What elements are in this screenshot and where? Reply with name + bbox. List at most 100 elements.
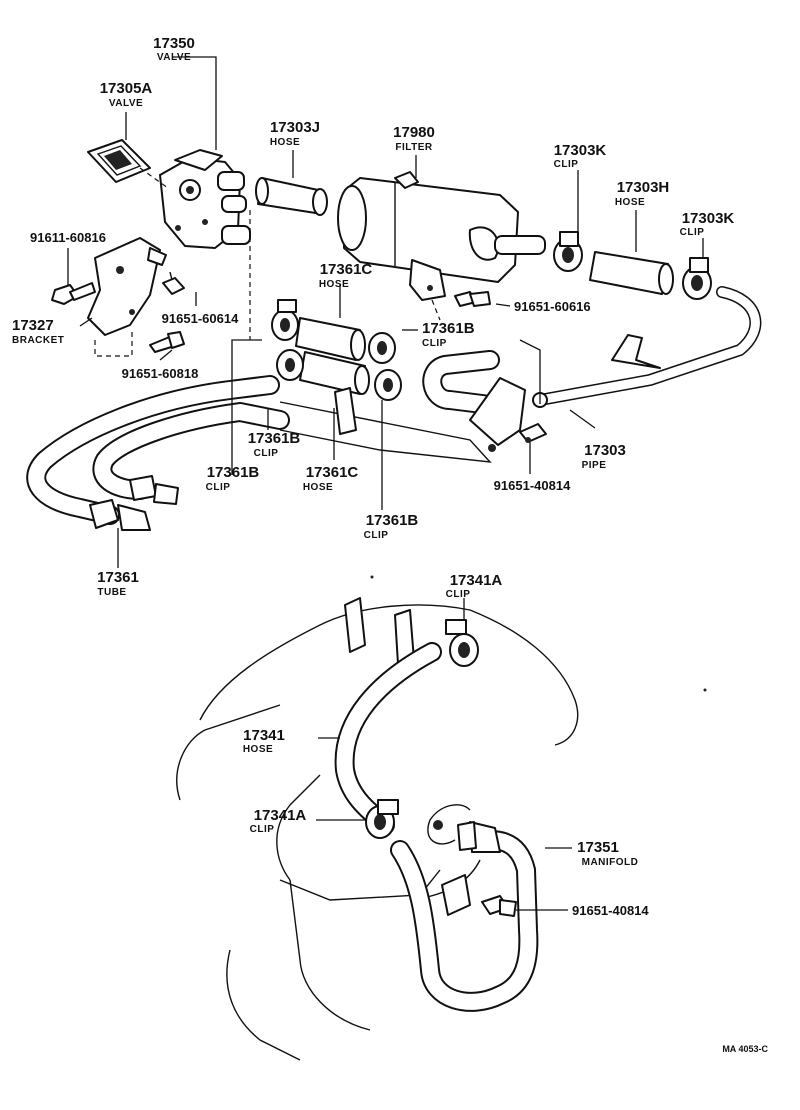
label-17351: 17351 MANIFOLD [577,839,638,868]
svg-text:MANIFOLD: MANIFOLD [582,857,639,868]
bolt-91651-40814-top [519,423,547,443]
svg-text:HOSE: HOSE [270,137,300,148]
svg-text:17305A: 17305A [100,80,153,97]
svg-text:PIPE: PIPE [582,460,607,471]
bolt-91651-60614 [162,271,185,295]
label-91651-40814-bottom: 91651-40814 [572,903,649,918]
svg-text:91651-40814: 91651-40814 [494,478,571,493]
svg-text:17327: 17327 [12,317,54,334]
label-17361b-mid: 17361B CLIP [248,430,301,459]
clip-17341a-top [445,619,479,667]
svg-text:91651-60616: 91651-60616 [514,299,591,314]
label-17341a-bottom: 17341A CLIP [250,807,307,835]
svg-text:CLIP: CLIP [680,227,705,238]
bolt-91651-40814-bottom [481,895,517,917]
label-91651-60616: 91651-60616 [514,299,591,314]
hose-17303h [589,251,674,295]
svg-text:CLIP: CLIP [446,589,471,600]
svg-text:17341A: 17341A [450,572,503,589]
svg-text:17303K: 17303K [682,210,735,227]
label-17341: 17341 HOSE [243,727,285,755]
svg-text:17361B: 17361B [248,430,301,447]
svg-text:CLIP: CLIP [206,482,231,493]
label-17303j: 17303J HOSE [270,119,320,148]
clip-17361b-a [271,299,299,341]
valve-body [159,149,251,249]
label-17361b-clip-right: 17361B CLIP [422,320,475,349]
hose-17303j [255,177,328,216]
label-17303: 17303 PIPE [582,442,626,471]
clip-17361b-b [276,349,304,381]
svg-text:91651-40814: 91651-40814 [572,903,649,918]
intake-manifold [176,597,579,1061]
svg-text:VALVE: VALVE [157,52,191,63]
svg-text:CLIP: CLIP [254,448,279,459]
label-17303h: 17303H HOSE [615,179,669,208]
clip-17361b-d [374,369,402,401]
svg-text:17303H: 17303H [617,179,670,196]
hose-17361c-upper [295,317,366,361]
svg-text:HOSE: HOSE [243,744,273,755]
label-17303k-top: 17303K CLIP [554,142,607,170]
svg-text:17361C: 17361C [320,261,373,278]
svg-text:17303K: 17303K [554,142,607,159]
svg-text:17341: 17341 [243,727,285,744]
svg-text:17361B: 17361B [207,464,260,481]
svg-text:17361C: 17361C [306,464,359,481]
svg-text:TUBE: TUBE [97,587,126,598]
label-17361: 17361 TUBE [97,569,139,598]
svg-text:VALVE: VALVE [109,98,143,109]
fuel-filter [337,171,546,301]
label-17303k-right: 17303K CLIP [680,210,735,238]
svg-text:17303J: 17303J [270,119,320,136]
svg-text:HOSE: HOSE [615,197,645,208]
svg-text:CLIP: CLIP [554,159,579,170]
bolt-91651-60818 [149,331,185,353]
label-17305a: 17305A VALVE [100,80,153,109]
tube-17361 [26,375,290,531]
label-91651-60614: 91651-60614 [162,311,239,326]
svg-text:CLIP: CLIP [364,530,389,541]
svg-text:17303: 17303 [584,442,626,459]
label-91651-60818: 91651-60818 [122,366,199,381]
svg-text:17361: 17361 [97,569,139,586]
svg-text:91611-60816: 91611-60816 [30,230,106,245]
svg-text:HOSE: HOSE [303,482,333,493]
bracket-17327 [87,237,167,336]
pipe-17303 [532,286,762,408]
svg-text:17350: 17350 [153,35,195,52]
svg-text:17341A: 17341A [254,807,307,824]
bolt-91611-60816 [51,282,96,305]
clip-17303k-top [553,231,583,272]
label-17327: 17327 BRACKET [12,317,64,346]
svg-text:17361B: 17361B [422,320,475,337]
manifold-pipe-17351 [390,821,539,1012]
svg-text:17980: 17980 [393,124,435,141]
svg-text:17351: 17351 [577,839,619,856]
mid-body [279,387,492,463]
loop-pipe-mid [422,350,526,452]
clip-17341a-bottom [365,799,399,839]
valve-gasket [87,139,151,183]
svg-text:MA 4053-C: MA 4053-C [722,1044,768,1054]
reference-code: MA 4053-C [722,1044,768,1054]
svg-text:FILTER: FILTER [395,142,433,153]
svg-text:CLIP: CLIP [250,824,275,835]
svg-text:91651-60818: 91651-60818 [122,366,199,381]
svg-text:HOSE: HOSE [319,279,349,290]
label-17350: 17350 VALVE [153,35,195,63]
label-17361c-top: 17361C HOSE [319,261,373,290]
svg-text:91651-60614: 91651-60614 [162,311,239,326]
label-17361c-bottom: 17361C HOSE [303,464,359,493]
svg-text:CLIP: CLIP [422,338,447,349]
svg-text:BRACKET: BRACKET [12,335,64,346]
clip-17303k-right [682,257,712,300]
label-17361b-left: 17361B CLIP [206,464,260,493]
label-91651-40814-top: 91651-40814 [494,478,571,493]
svg-text:17361B: 17361B [366,512,419,529]
label-17980: 17980 FILTER [393,124,435,153]
bolt-91651-60616 [454,291,491,307]
label-91611-60816: 91611-60816 [30,230,106,245]
clip-17361b-c [368,332,396,364]
